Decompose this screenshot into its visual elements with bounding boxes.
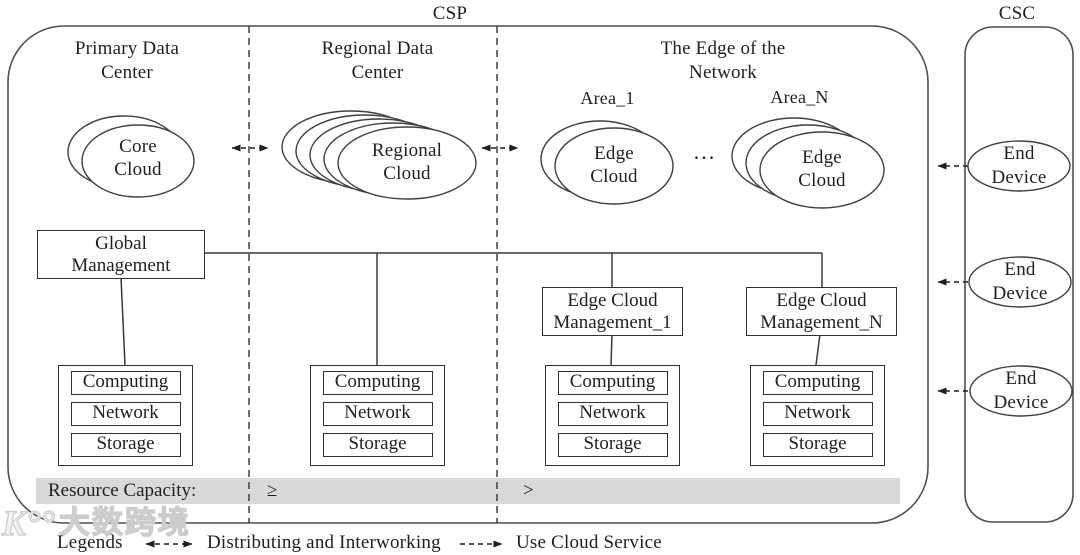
edge-cloud-management-n-label: Edge Cloud Management_N <box>760 289 883 333</box>
stack-item: Storage <box>70 433 181 457</box>
section-title-regional: Regional Data Center <box>321 38 434 83</box>
stack-item: Network <box>762 402 873 426</box>
resource-stack-primary: Computing Network Storage <box>58 365 193 466</box>
stack-item: Network <box>557 402 668 426</box>
section-title-primary: Primary Data Center <box>74 38 180 83</box>
csc-title: CSC <box>998 3 1036 24</box>
stack-item: Storage <box>762 433 873 457</box>
stack-item: Computing <box>322 371 433 395</box>
section-title-edge: The Edge of the Network <box>660 38 786 83</box>
legend-interworking-label: Distributing and Interworking <box>207 532 441 553</box>
edge-cloud-management-1-label: Edge Cloud Management_1 <box>553 289 672 333</box>
area-n-label: Area_N <box>770 87 829 107</box>
stack-item: Network <box>70 402 181 426</box>
edge-cloud-1-label: Edge Cloud <box>590 143 638 187</box>
end-device-label: End Device <box>991 143 1047 188</box>
legend-use-cloud-label: Use Cloud Service <box>516 532 662 553</box>
regional-capacity-operator: ≥ <box>267 480 278 501</box>
watermark-logo: K°° <box>1 502 55 543</box>
management-connectors <box>120 252 823 366</box>
stack-item: Storage <box>322 433 433 457</box>
end-device-label: End Device <box>992 259 1048 304</box>
area-ellipsis: ... <box>693 139 717 164</box>
edge-cloud-n-label: Edge Cloud <box>798 147 846 191</box>
edge-cloud-management-1-box: Edge Cloud Management_1 <box>542 287 683 336</box>
stack-item: Computing <box>557 371 668 395</box>
regional-cloud-label: Regional Cloud <box>371 140 443 184</box>
stack-item: Network <box>322 402 433 426</box>
resource-stack-edge-1: Computing Network Storage <box>545 365 680 466</box>
stack-item: Computing <box>70 371 181 395</box>
resource-stack-regional: Computing Network Storage <box>310 365 445 466</box>
core-cloud-label: Core Cloud <box>114 136 162 180</box>
edge-cloud-management-n-box: Edge Cloud Management_N <box>746 287 897 336</box>
edge-capacity-operator: > <box>523 480 534 501</box>
stack-item: Computing <box>762 371 873 395</box>
global-management-box: Global Management <box>37 230 205 279</box>
area-1-label: Area_1 <box>580 88 635 108</box>
csp-title: CSP <box>432 3 468 24</box>
legend-title: Legends <box>57 532 123 553</box>
global-management-label: Global Management <box>71 232 171 276</box>
stack-item: Storage <box>557 433 668 457</box>
resource-capacity-label: Resource Capacity: <box>48 480 197 501</box>
end-device-label: End Device <box>993 368 1049 413</box>
resource-stack-edge-n: Computing Network Storage <box>750 365 885 466</box>
resource-capacity-bar: Resource Capacity: ≥ > <box>36 478 900 504</box>
